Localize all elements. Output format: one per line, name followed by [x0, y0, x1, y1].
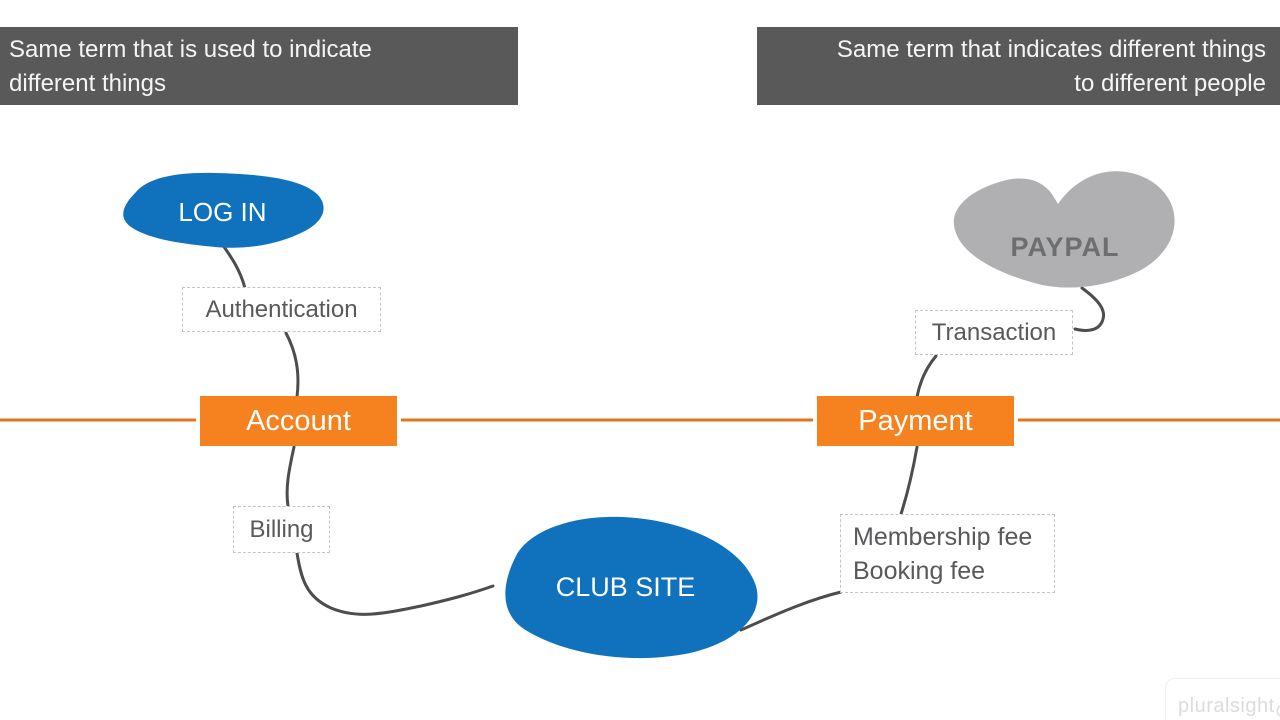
- header-right-line1: Same term that indicates different thing…: [836, 36, 1266, 63]
- transaction-label: Transaction: [931, 318, 1057, 346]
- meaning-box-billing: Billing: [233, 506, 330, 553]
- header-right-line2: to different people: [1074, 70, 1266, 97]
- membership-fee-label: Membership fee: [853, 522, 1033, 551]
- connector-login-authentication: [220, 242, 247, 290]
- meaning-box-transaction: Transaction: [915, 310, 1073, 355]
- connector-paypal-transaction: [1073, 286, 1106, 332]
- header-left-line1: Same term that is used to indicate: [9, 36, 372, 63]
- pluralsight-watermark: pluralsight: [1165, 678, 1280, 720]
- meaning-box-fees: Membership fee Booking fee: [840, 514, 1055, 593]
- connector-clubsite-fees: [739, 590, 843, 632]
- booking-fee-label: Booking fee: [853, 556, 986, 585]
- header-left-line2: different things: [9, 70, 166, 97]
- club-site-blob-label: CLUB SITE: [555, 572, 696, 602]
- header-left-caption: Same term that is used to indicate diffe…: [0, 27, 518, 105]
- pluralsight-brand-text: pluralsight: [1178, 694, 1275, 717]
- authentication-label: Authentication: [205, 295, 358, 323]
- login-blob-label: LOG IN: [178, 197, 267, 227]
- billing-label: Billing: [249, 515, 314, 543]
- paypal-blob-label: PAYPAL: [1010, 232, 1120, 262]
- login-context-blob: [123, 172, 324, 248]
- term-payment-label: Payment: [858, 404, 973, 437]
- paypal-context-blob: [953, 171, 1175, 288]
- connector-payment-fees: [899, 445, 919, 516]
- connector-billing-clubsite: [295, 551, 495, 616]
- play-circle-icon: [1276, 705, 1280, 717]
- connector-transaction-payment: [915, 354, 938, 399]
- club-site-context-blob: [505, 516, 758, 659]
- term-box-payment: Payment: [813, 396, 1018, 446]
- header-right-caption: Same term that indicates different thing…: [757, 27, 1280, 105]
- term-account-label: Account: [246, 404, 351, 437]
- connector-account-billing: [285, 445, 296, 508]
- connector-authentication-account: [284, 331, 300, 399]
- meaning-box-authentication: Authentication: [182, 287, 381, 332]
- term-box-account: Account: [196, 396, 401, 446]
